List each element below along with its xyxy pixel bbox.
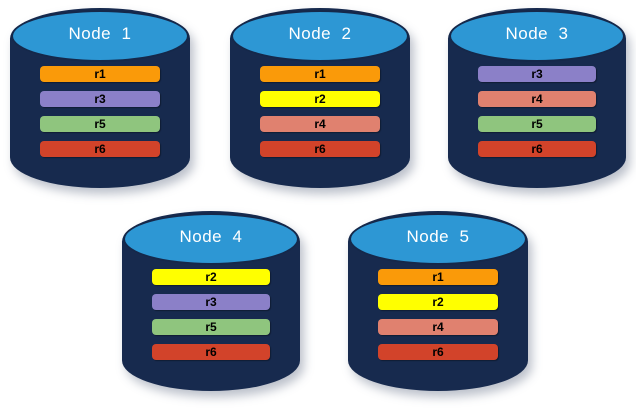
cylinder-top-ellipse xyxy=(231,10,409,62)
replica-bar-r2[interactable]: r2 xyxy=(260,91,380,107)
node-cylinder-5[interactable]: Node 5 r1 r2 r4 r6 xyxy=(348,211,532,397)
replica-bar-r4[interactable]: r4 xyxy=(260,116,380,132)
replica-bar-r2[interactable]: r2 xyxy=(378,294,498,310)
replica-bar-r6[interactable]: r6 xyxy=(260,141,380,157)
replica-bar-r6[interactable]: r6 xyxy=(152,344,270,360)
replica-bar-r6[interactable]: r6 xyxy=(478,141,596,157)
replica-bar-r1[interactable]: r1 xyxy=(260,66,380,82)
node-label: Node 2 xyxy=(288,24,352,43)
replica-list: r2 r3 r5 r6 xyxy=(122,269,300,360)
node-label: Node 4 xyxy=(179,227,243,246)
replica-bar-r5[interactable]: r5 xyxy=(40,116,160,132)
node-label: Node 3 xyxy=(505,24,569,43)
replica-bar-r6[interactable]: r6 xyxy=(378,344,498,360)
replica-list: r1 r2 r4 r6 xyxy=(230,66,410,157)
replica-bar-r2[interactable]: r2 xyxy=(152,269,270,285)
replica-bar-r4[interactable]: r4 xyxy=(478,91,596,107)
replica-bar-r3[interactable]: r3 xyxy=(40,91,160,107)
node-cylinder-2[interactable]: Node 2 r1 r2 r4 r6 xyxy=(230,8,414,194)
cylinder-top-ellipse xyxy=(449,10,625,62)
node-label: Node 1 xyxy=(68,24,132,43)
node-cylinder-1[interactable]: Node 1 r1 r3 r5 r6 xyxy=(10,8,194,194)
replica-bar-r5[interactable]: r5 xyxy=(152,319,270,335)
replica-bar-r3[interactable]: r3 xyxy=(152,294,270,310)
cylinder-top-ellipse xyxy=(349,213,527,265)
replica-list: r3 r4 r5 r6 xyxy=(448,66,626,157)
replica-list: r1 r3 r5 r6 xyxy=(10,66,190,157)
node-cylinder-3[interactable]: Node 3 r3 r4 r5 r6 xyxy=(448,8,630,194)
replica-bar-r6[interactable]: r6 xyxy=(40,141,160,157)
node-label: Node 5 xyxy=(406,227,470,246)
replica-bar-r1[interactable]: r1 xyxy=(40,66,160,82)
replica-bar-r1[interactable]: r1 xyxy=(378,269,498,285)
cylinder-top-ellipse xyxy=(11,10,189,62)
replica-bar-r3[interactable]: r3 xyxy=(478,66,596,82)
cylinder-top-ellipse xyxy=(123,213,299,265)
replica-list: r1 r2 r4 r6 xyxy=(348,269,528,360)
replica-bar-r5[interactable]: r5 xyxy=(478,116,596,132)
node-cylinder-4[interactable]: Node 4 r2 r3 r5 r6 xyxy=(122,211,304,397)
replica-bar-r4[interactable]: r4 xyxy=(378,319,498,335)
